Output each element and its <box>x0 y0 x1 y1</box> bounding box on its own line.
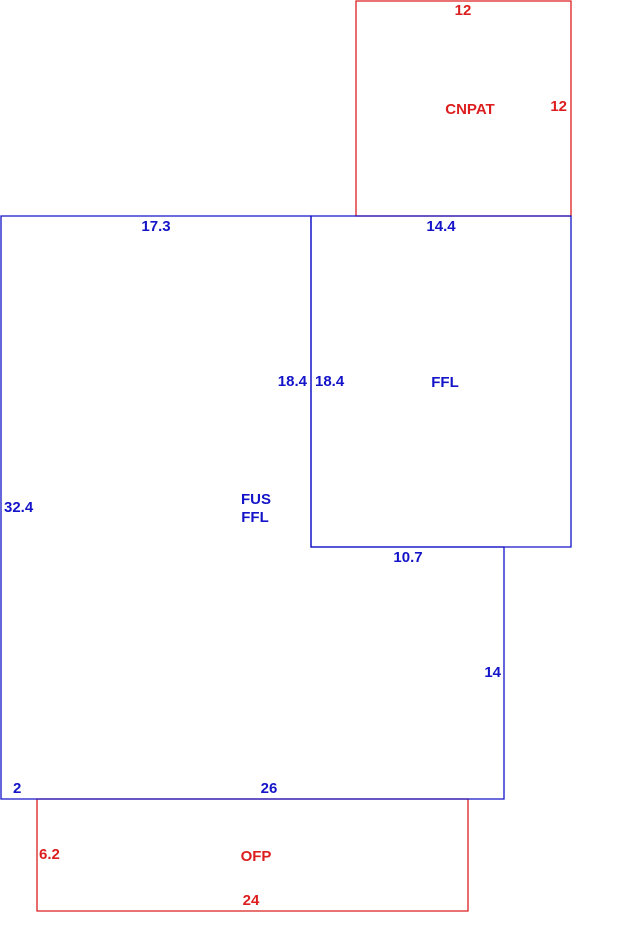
ofp-bottom-dimension: 24 <box>243 892 260 909</box>
ffl-upper-outline <box>310 215 572 548</box>
cnpat-top-dimension: 12 <box>455 2 472 19</box>
main-house-right-dimension: 18.4 <box>278 373 308 390</box>
main-house-label-ffl: FFL <box>241 509 269 526</box>
ffl-upper-area: 14.4 18.4 FFL 10.7 <box>310 215 572 566</box>
main-house-label-fus: FUS <box>241 491 271 508</box>
cnpat-area: 12 12 CNPAT <box>355 0 572 217</box>
ffl-upper-top-dimension: 14.4 <box>426 218 456 235</box>
ffl-upper-label: FFL <box>431 374 459 391</box>
main-house-left-dimension: 32.4 <box>4 499 34 516</box>
main-house-bottom-dimension: 26 <box>261 780 278 797</box>
main-house-bottom-left-dimension: 2 <box>13 780 21 797</box>
ffl-upper-left-dimension: 18.4 <box>315 373 345 390</box>
cnpat-right-dimension: 12 <box>550 98 567 115</box>
ofp-area: 6.2 OFP 24 <box>36 798 469 912</box>
ffl-upper-bottom-dimension: 10.7 <box>393 549 422 566</box>
cnpat-label: CNPAT <box>445 101 494 118</box>
main-house-area: 17.3 18.4 32.4 FUS FFL 14 2 26 <box>0 215 505 800</box>
main-house-step-right-dimension: 14 <box>484 664 501 681</box>
ofp-left-dimension: 6.2 <box>39 846 60 863</box>
ofp-label: OFP <box>241 848 272 865</box>
main-house-top-dimension: 17.3 <box>141 218 170 235</box>
